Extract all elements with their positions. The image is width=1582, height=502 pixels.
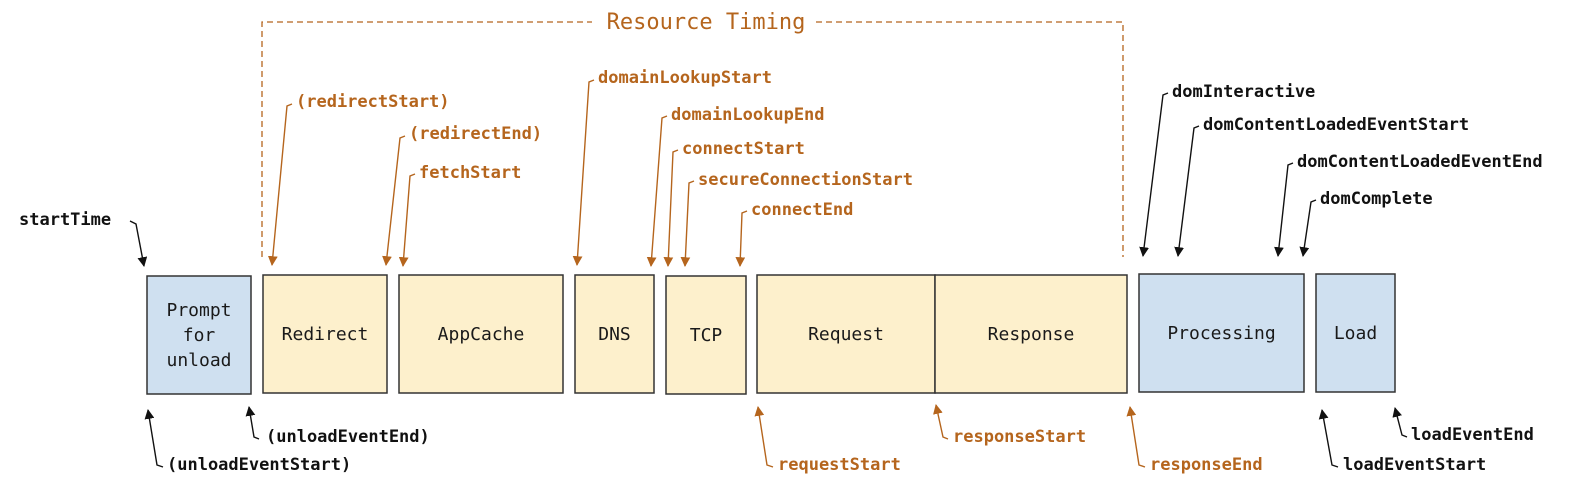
phase-box-rect (934, 274, 1128, 394)
marker-label: domInteractive (1172, 82, 1315, 102)
phase-box-label: Prompt (166, 300, 231, 321)
marker-label: connectStart (682, 139, 805, 159)
marker-domContentLoadedEventEnd: domContentLoadedEventEnd (1274, 152, 1543, 257)
marker-arrow (1299, 199, 1317, 257)
phase-box-rect (398, 274, 564, 394)
phase-box-request: Request (756, 274, 936, 394)
marker-loadEventEnd: loadEventEnd (1392, 407, 1534, 445)
marker-arrow (1174, 125, 1200, 257)
marker-label: responseEnd (1150, 455, 1263, 475)
phase-box-tcp: TCP (665, 275, 747, 395)
phase-box-label: AppCache (438, 324, 525, 345)
phase-box-rect (665, 275, 747, 395)
resource-timing-bracket: Resource Timing (261, 10, 1124, 257)
marker-arrow (680, 180, 695, 267)
marker-arrow (1392, 407, 1408, 438)
phase-box-label: TCP (690, 325, 723, 346)
marker-arrow (572, 79, 595, 266)
marker-arrow (754, 406, 774, 468)
marker-arrow (245, 406, 260, 440)
marker-label: domContentLoadedEventEnd (1297, 152, 1543, 172)
phase-box-label: Load (1334, 323, 1377, 344)
marker-label: (redirectStart) (296, 92, 450, 112)
marker-arrow (933, 404, 949, 440)
marker-arrow (1139, 92, 1169, 257)
phase-box-rect (1138, 273, 1305, 393)
phase-box-redirect: Redirect (262, 274, 388, 394)
marker-arrow (267, 103, 293, 266)
marker-label: responseStart (953, 427, 1086, 447)
marker-arrow (398, 173, 416, 267)
phase-box-appcache: AppCache (398, 274, 564, 394)
marker-label: requestStart (778, 455, 901, 475)
marker-requestStart: requestStart (754, 406, 901, 475)
marker-arrow (1318, 409, 1339, 468)
marker-label: connectEnd (751, 200, 853, 220)
phase-box-rect (574, 274, 655, 394)
marker-label: loadEventStart (1343, 455, 1486, 475)
marker-arrow (144, 409, 164, 468)
phase-box-label: Redirect (282, 324, 369, 345)
phase-box-label: DNS (598, 324, 631, 345)
phase-box-rect (1315, 273, 1396, 393)
phase-box-label: Request (808, 324, 884, 345)
timing-markers: startTime (unloadEventStart) (unloadEventE… (19, 68, 1543, 475)
marker-arrow (1274, 162, 1294, 257)
marker-arrow (382, 135, 406, 266)
phase-box-response: Response (934, 274, 1128, 394)
phase-boxes: Prompt for unload Redirect AppCache DNS TCP Req… (146, 273, 1396, 395)
marker-domainLookupEnd: domainLookupEnd (646, 105, 825, 267)
marker-label: startTime (19, 210, 111, 230)
marker-domainLookupStart: domainLookupStart (572, 68, 772, 266)
marker-label: domainLookupEnd (671, 105, 825, 125)
marker-connectStart: connectStart (663, 139, 805, 267)
marker-domInteractive: domInteractive (1139, 82, 1315, 257)
marker-arrow (646, 115, 668, 267)
marker-arrow (735, 210, 748, 267)
resource-timing-title: Resource Timing (607, 10, 806, 35)
phase-box-prompt: Prompt for unload (146, 275, 252, 395)
phase-box-label: Response (988, 324, 1075, 345)
marker-responseEnd: responseEnd (1126, 406, 1263, 475)
marker-label: (unloadEventEnd) (266, 427, 430, 447)
marker-arrow (1126, 406, 1146, 468)
phase-box-dns: DNS (574, 274, 655, 394)
phase-box-label: for (183, 325, 216, 346)
marker-domContentLoadedEventStart: domContentLoadedEventStart (1174, 115, 1469, 257)
phase-box-rect (756, 274, 936, 394)
phase-box-label: Processing (1167, 323, 1275, 344)
marker-redirectStart: (redirectStart) (267, 92, 450, 266)
marker-fetchStart: fetchStart (398, 163, 521, 267)
marker-label: domComplete (1320, 189, 1433, 209)
marker-domComplete: domComplete (1299, 189, 1433, 257)
marker-label: domContentLoadedEventStart (1203, 115, 1469, 135)
phase-box-processing: Processing (1138, 273, 1305, 393)
marker-connectEnd: connectEnd (735, 200, 853, 267)
marker-label: domainLookupStart (598, 68, 772, 88)
resource-timing-bracket-line (261, 21, 1124, 257)
marker-arrow (129, 220, 148, 267)
marker-label: secureConnectionStart (698, 170, 913, 190)
marker-label: loadEventEnd (1411, 425, 1534, 445)
marker-startTime: startTime (19, 210, 148, 267)
marker-arrow (663, 149, 679, 267)
marker-secureConnectionStart: secureConnectionStart (680, 170, 913, 267)
marker-label: (redirectEnd) (409, 124, 542, 144)
phase-box-label: unload (166, 350, 231, 371)
marker-unloadEventStart: (unloadEventStart) (144, 409, 351, 475)
phase-box-rect (146, 275, 252, 395)
marker-label: (unloadEventStart) (167, 455, 351, 475)
marker-unloadEventEnd: (unloadEventEnd) (245, 406, 430, 447)
marker-loadEventStart: loadEventStart (1318, 409, 1486, 475)
phase-box-load: Load (1315, 273, 1396, 393)
marker-responseStart: responseStart (933, 404, 1086, 447)
marker-redirectEnd: (redirectEnd) (382, 124, 542, 266)
marker-label: fetchStart (419, 163, 521, 183)
phase-box-rect (262, 274, 388, 394)
